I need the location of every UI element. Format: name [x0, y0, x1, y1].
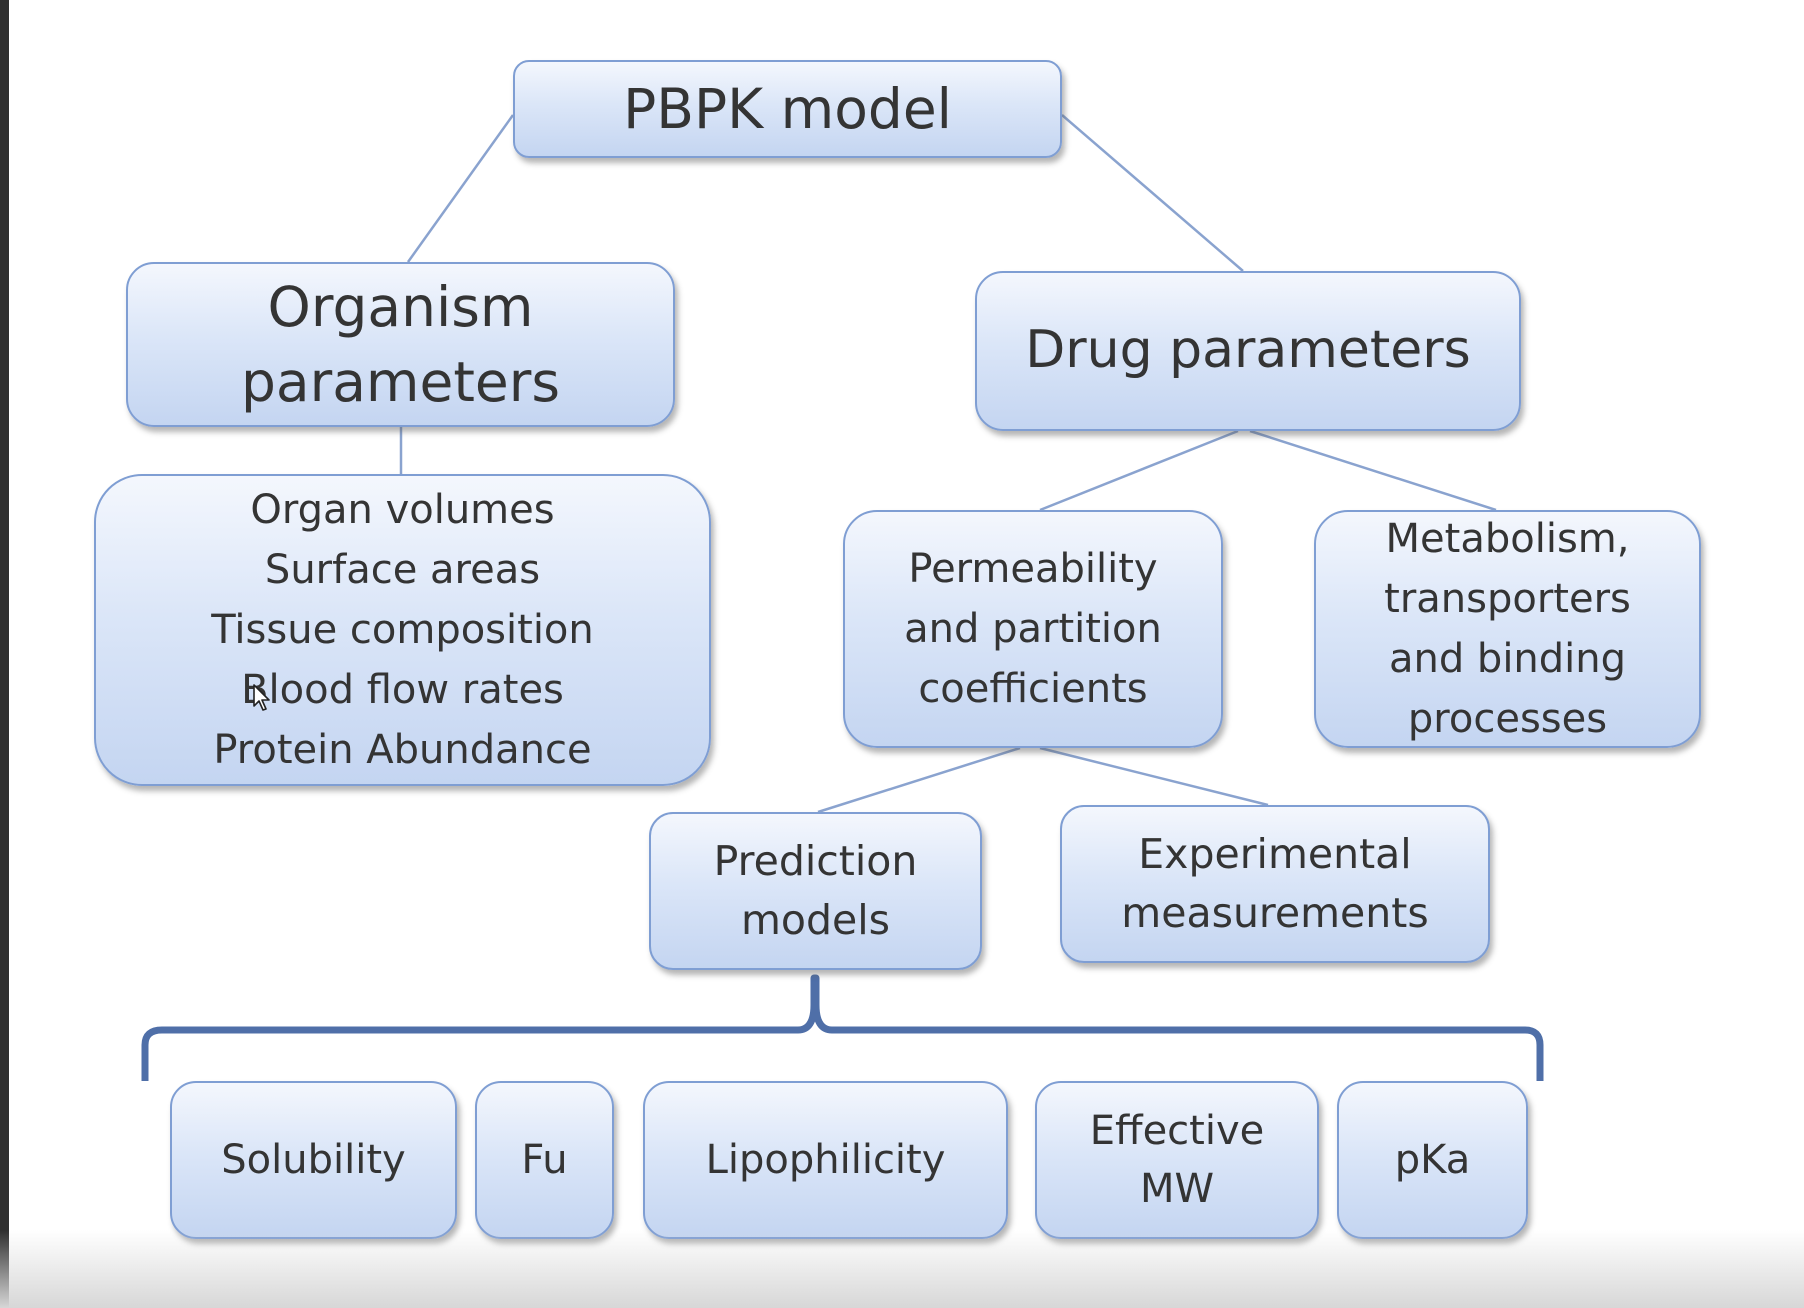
node-permeability-label: Permeability and partition coefficients: [904, 546, 1162, 712]
property-effective-mw-label: Effective MW: [1089, 1108, 1265, 1212]
node-drug-parameters-label: Drug parameters: [1025, 320, 1471, 381]
node-pbpk-model: PBPK model: [513, 60, 1062, 158]
bottom-shadow: [0, 1230, 1804, 1308]
property-fu: Fu: [475, 1081, 614, 1239]
node-experimental-measurements-label: Experimental measurements: [1121, 829, 1429, 937]
property-effective-mw: Effective MW: [1035, 1081, 1319, 1239]
node-organism-details: Organ volumes Surface areas Tissue compo…: [94, 474, 711, 786]
property-solubility: Solubility: [170, 1081, 457, 1239]
link-drug-permeability: [1039, 429, 1239, 512]
property-solubility-label: Solubility: [221, 1136, 406, 1183]
link-root-organism: [406, 114, 515, 263]
node-prediction-models: Prediction models: [649, 812, 982, 970]
property-pka-label: pKa: [1394, 1136, 1471, 1183]
property-lipophilicity-label: Lipophilicity: [705, 1136, 946, 1183]
link-permeability-prediction: [817, 746, 1021, 814]
node-metabolism-label: Metabolism, transporters and binding pro…: [1384, 516, 1631, 742]
node-prediction-models-label: Prediction models: [713, 836, 918, 944]
property-fu-label: Fu: [521, 1136, 568, 1183]
node-drug-parameters: Drug parameters: [975, 271, 1521, 431]
node-organism-parameters-label: Organism parameters: [240, 275, 561, 414]
node-pbpk-model-label: PBPK model: [623, 76, 952, 141]
node-organism-parameters: Organism parameters: [126, 262, 675, 427]
node-experimental-measurements: Experimental measurements: [1060, 805, 1490, 963]
property-lipophilicity: Lipophilicity: [643, 1081, 1008, 1239]
window-edge: [0, 0, 9, 1308]
link-root-drug: [1061, 114, 1244, 272]
bracket-properties: [141, 974, 1544, 1081]
link-permeability-experimental: [1039, 746, 1269, 807]
link-drug-metabolism: [1249, 429, 1497, 512]
property-pka: pKa: [1337, 1081, 1528, 1239]
node-permeability: Permeability and partition coefficients: [843, 510, 1223, 748]
node-metabolism: Metabolism, transporters and binding pro…: [1314, 510, 1701, 748]
node-organism-details-label: Organ volumes Surface areas Tissue compo…: [211, 487, 594, 773]
mouse-cursor-icon: [253, 684, 270, 711]
